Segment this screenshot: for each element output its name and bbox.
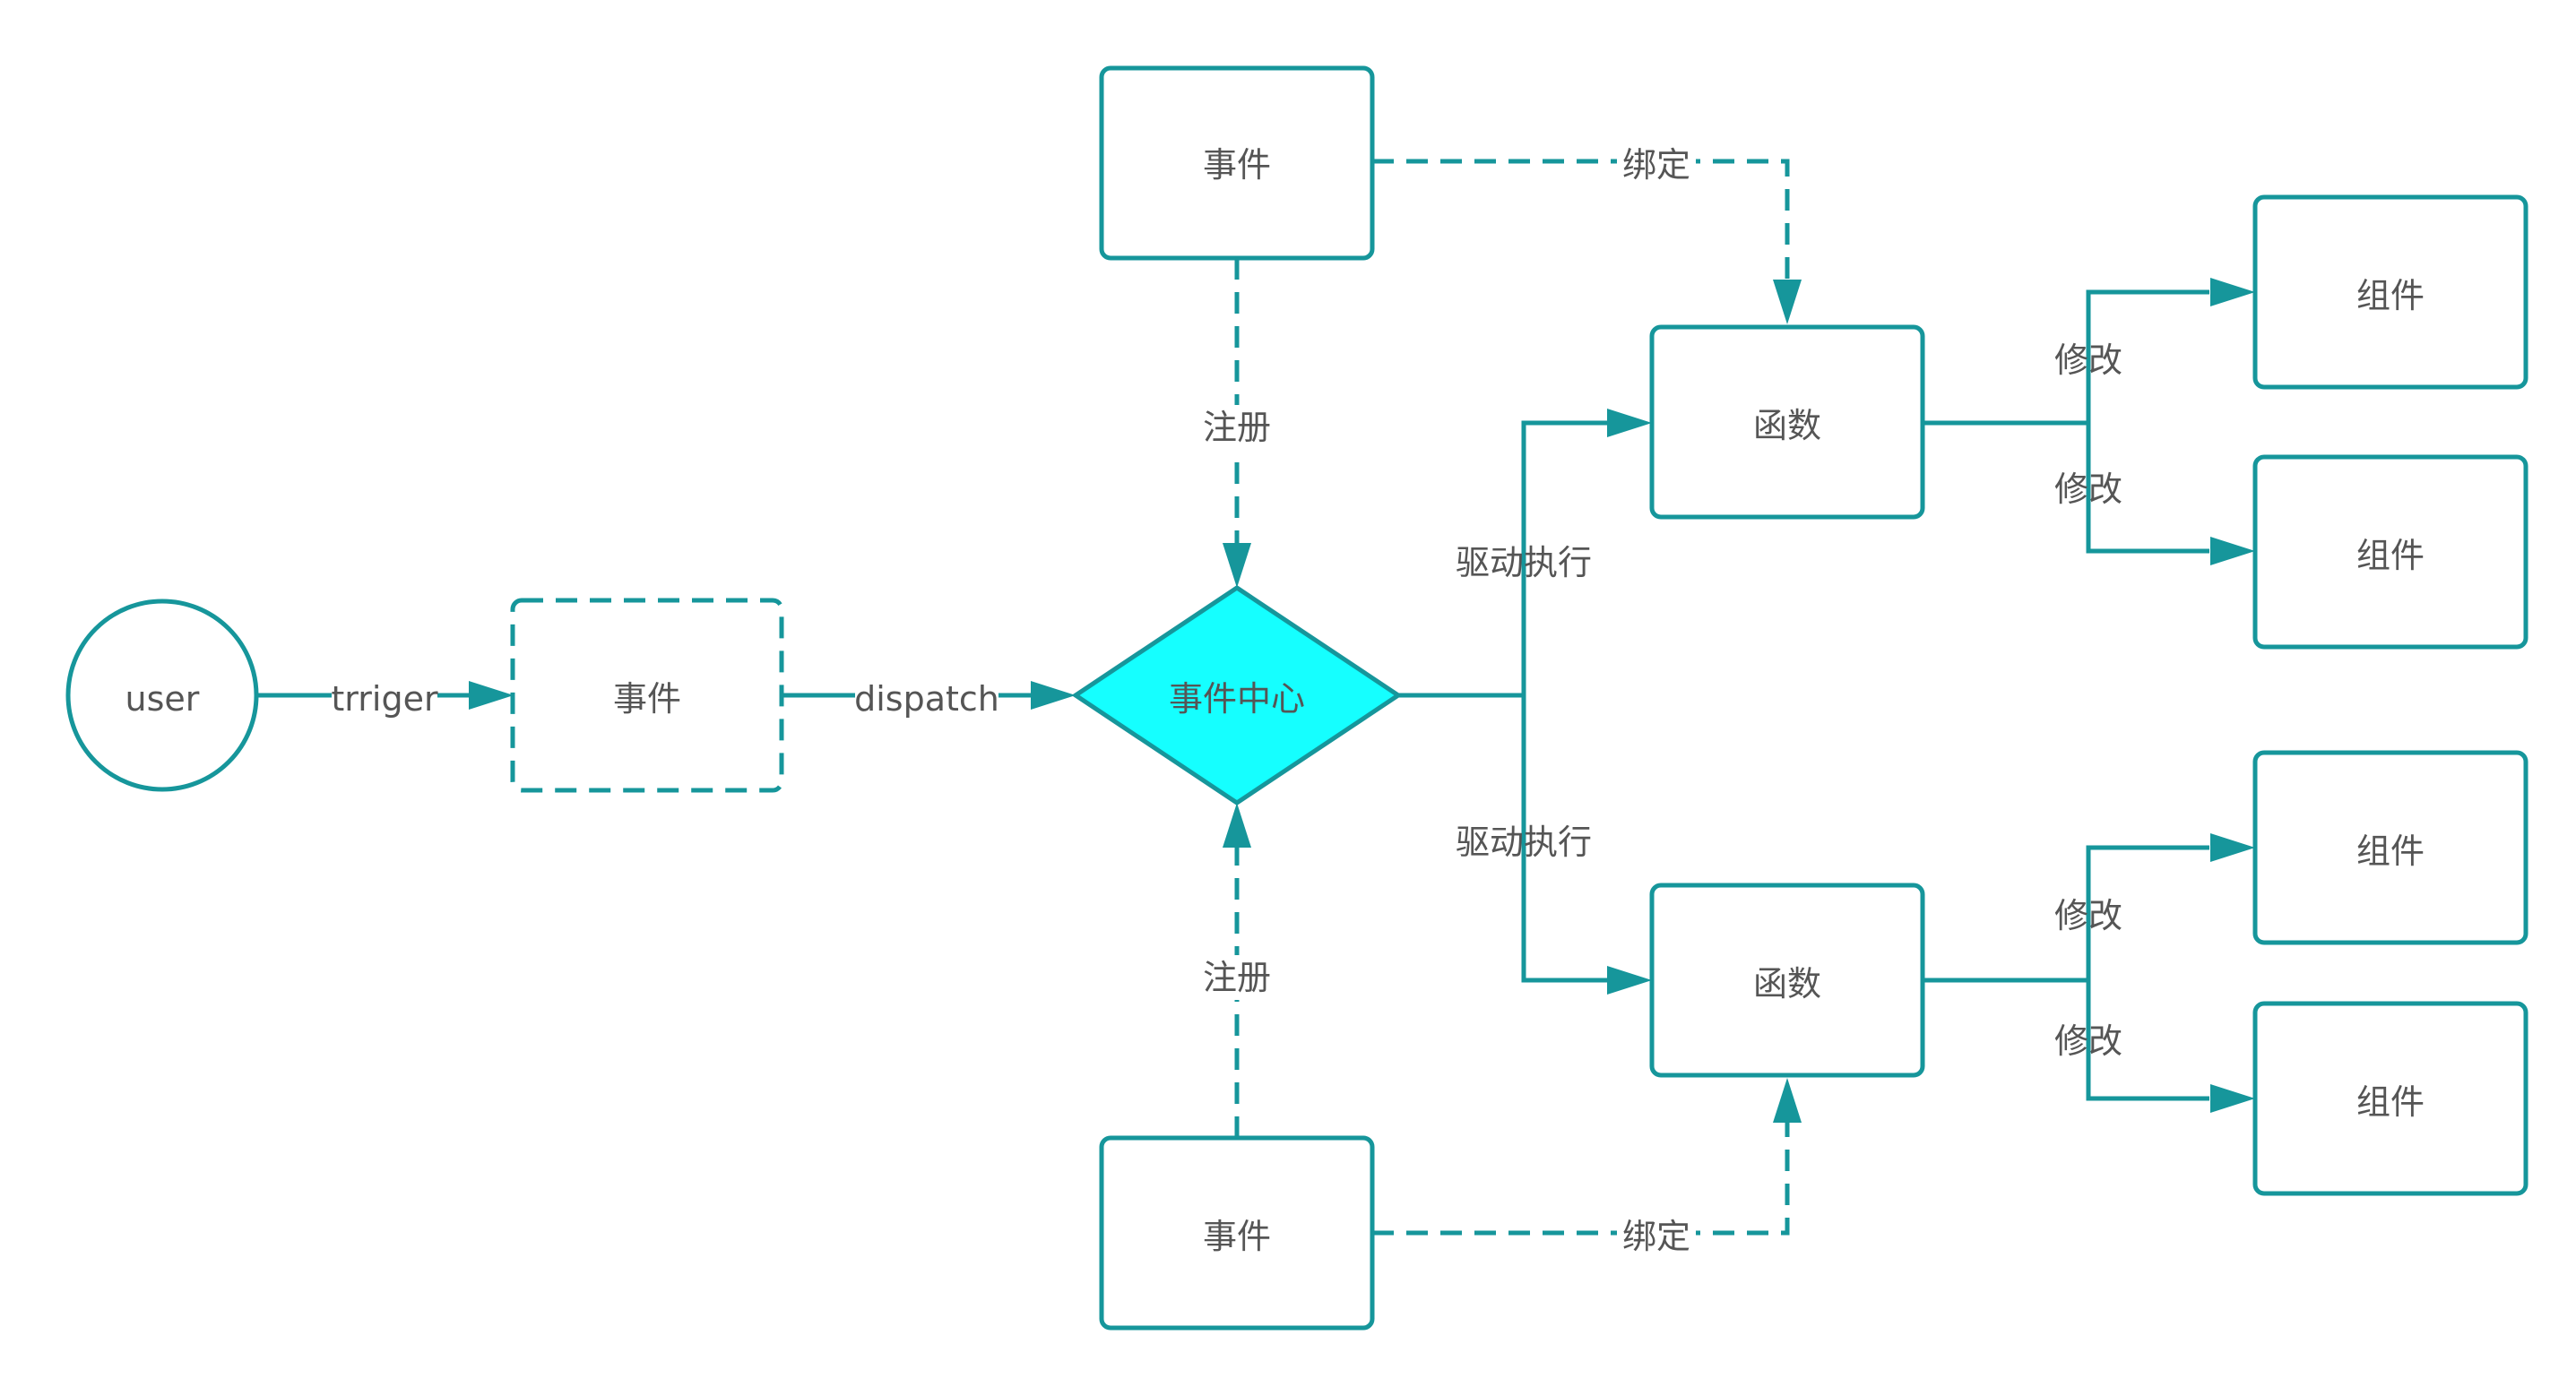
- event-bottom-label: 事件: [1203, 1217, 1271, 1256]
- edge-bind-top: [1372, 159, 1790, 301]
- edge-bind-bottom: [1372, 1102, 1790, 1236]
- bind-bottom-label: 绑定: [1622, 1217, 1690, 1256]
- modify-label-4: 修改: [2054, 1021, 2122, 1061]
- bind-top-label-bg: [1617, 143, 1696, 185]
- component-label-2: 组件: [2356, 536, 2425, 575]
- drive-top-label: 驱动执行: [1456, 543, 1592, 582]
- modify-label-3: 修改: [2054, 896, 2122, 935]
- function-top-label: 函数: [1753, 406, 1821, 445]
- component-node-4: [2252, 1001, 2528, 1196]
- arrowhead-modify-4: [2210, 1084, 2255, 1113]
- edge-drive-bottom: [1521, 695, 1613, 983]
- component-node-1: [2252, 194, 2528, 390]
- user-node: [65, 599, 259, 792]
- trigger-label-bg: [332, 676, 437, 717]
- event-top-label: 事件: [1203, 145, 1271, 185]
- event-top-node: [1099, 65, 1375, 261]
- register-top-label: 注册: [1203, 408, 1271, 447]
- arrowhead-drive-top: [1607, 409, 1652, 437]
- arrowhead-modify-3: [2210, 833, 2255, 862]
- edge-modify-1: [2086, 289, 2209, 423]
- register-bottom-label-bg: [1197, 955, 1276, 1000]
- modify-label-2: 修改: [2054, 470, 2122, 509]
- function-bottom-label: 函数: [1753, 964, 1821, 1004]
- component-label-4: 组件: [2356, 1082, 2425, 1122]
- arrowhead-drive-bottom: [1607, 966, 1652, 995]
- edge-modify-4: [2086, 980, 2209, 1101]
- register-bottom-label: 注册: [1203, 958, 1271, 997]
- dispatch-label-bg: [855, 676, 998, 717]
- modify-label-1: 修改: [2054, 340, 2122, 380]
- register-top-label-bg: [1197, 405, 1276, 450]
- edge-modify-2: [2086, 423, 2209, 554]
- event-center-label: 事件中心: [1169, 679, 1305, 719]
- arrowhead-modify-1: [2210, 278, 2255, 306]
- event-center-node: [1071, 584, 1403, 806]
- bind-bottom-label-bg: [1617, 1215, 1696, 1256]
- edge-modify-3: [2086, 845, 2209, 980]
- function-bottom-node: [1649, 883, 1925, 1078]
- dispatch-label: dispatch: [854, 679, 999, 719]
- arrowhead-bind-top: [1773, 280, 1802, 324]
- event-input-node: [510, 598, 784, 793]
- trigger-label: trriger: [331, 679, 438, 719]
- function-top-node: [1649, 324, 1925, 520]
- component-node-3: [2252, 750, 2528, 945]
- arrowhead-bind-bottom: [1773, 1078, 1802, 1123]
- bind-top-label: 绑定: [1622, 145, 1690, 185]
- component-node-2: [2252, 454, 2528, 650]
- arrowhead-dispatch: [1031, 681, 1076, 710]
- event-input-label: 事件: [613, 679, 681, 719]
- arrowhead-trigger: [469, 681, 514, 710]
- arrowhead-register-top: [1223, 543, 1251, 588]
- event-bottom-node: [1099, 1135, 1375, 1331]
- edge-drive-top: [1521, 420, 1613, 695]
- drive-bottom-label: 驱动执行: [1456, 823, 1592, 862]
- arrowhead-modify-2: [2210, 537, 2255, 565]
- component-label-1: 组件: [2356, 276, 2425, 315]
- component-label-3: 组件: [2356, 831, 2425, 871]
- user-label: user: [125, 679, 200, 719]
- arrowhead-register-bottom: [1223, 803, 1251, 848]
